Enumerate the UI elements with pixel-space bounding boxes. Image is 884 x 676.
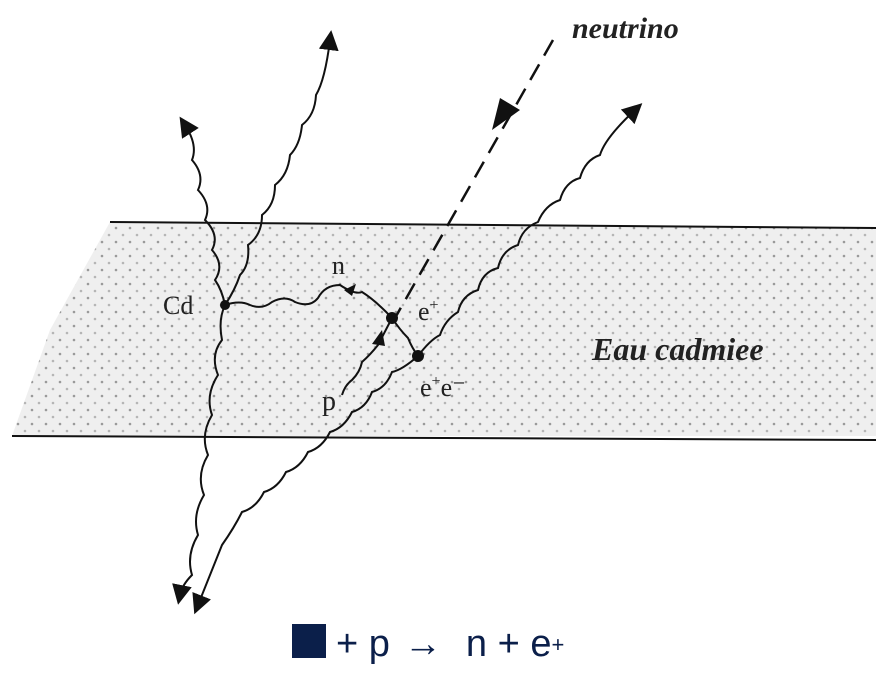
interaction-vertex: [386, 312, 398, 324]
neutrino-label: neutrino: [572, 12, 679, 45]
antineutrino-symbol: [292, 624, 326, 658]
neutron-label: n: [332, 251, 345, 280]
pair-label: e+e⁻: [420, 373, 466, 402]
equation-arrow: →: [404, 623, 442, 666]
water-label: Eau cadmiee: [591, 331, 764, 367]
equation-sup: +: [551, 632, 564, 658]
cd-vertex: [220, 300, 230, 310]
cd-label: Cd: [163, 291, 193, 320]
proton-label: p: [322, 386, 336, 417]
annihilation-vertex: [412, 350, 424, 362]
equation-plus-p: + p: [336, 623, 390, 666]
equation-rhs: n + e: [466, 623, 552, 666]
band-bottom-line: [12, 436, 876, 440]
reaction-equation: + p → n + e+: [292, 622, 564, 666]
